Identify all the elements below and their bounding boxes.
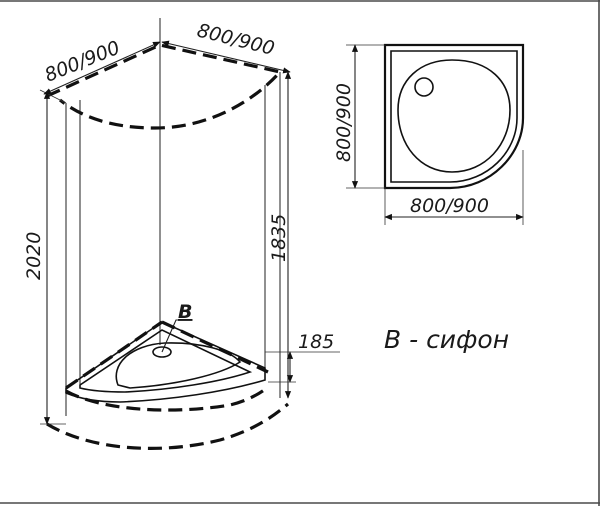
width-label: 800/900 <box>195 20 277 60</box>
depth-label: 800/900 <box>42 37 123 87</box>
dim-tray-height: 185 <box>265 331 340 383</box>
plan-drain <box>414 77 434 97</box>
dim-width: 800/900 <box>161 20 291 74</box>
dim-panel-height: 1835 <box>268 71 292 399</box>
dim-depth: 800/900 <box>42 37 161 95</box>
plan-basin <box>397 59 511 173</box>
siphon-marker: B <box>178 301 192 323</box>
top-outline <box>46 43 284 130</box>
total-height-label: 2020 <box>23 232 45 280</box>
plan-outer <box>383 43 525 190</box>
dim-plan-bottom: 800/900 <box>384 150 524 225</box>
cabin-3d-view <box>46 18 290 450</box>
siphon-leader <box>161 319 192 353</box>
tray-outer <box>65 321 266 403</box>
tray-dashed-edge <box>65 385 270 412</box>
siphon-legend: B - сифон <box>384 325 509 354</box>
panel-height-label: 1835 <box>268 214 290 262</box>
dim-total-height: 2020 <box>23 89 67 425</box>
tray-inner <box>79 329 253 393</box>
dim-plan-side: 800/900 <box>333 44 385 189</box>
plan-view <box>383 43 525 190</box>
plan-bottom-label: 800/900 <box>410 195 489 217</box>
plan-inner <box>390 50 518 183</box>
tray-height-label: 185 <box>298 331 334 353</box>
tray-left-dashed <box>65 320 163 390</box>
bottom-outline <box>46 402 290 450</box>
plan-side-label: 800/900 <box>333 83 355 162</box>
tray-right-dashed <box>161 320 269 374</box>
siphon-drain <box>152 346 172 358</box>
